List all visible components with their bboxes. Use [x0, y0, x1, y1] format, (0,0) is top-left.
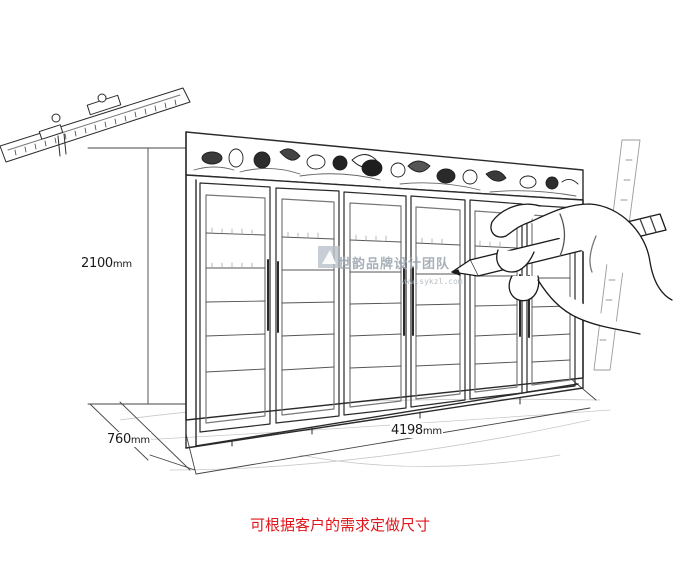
ruler-icon: [0, 87, 191, 163]
watermark-url: www.sykzl.com: [400, 277, 463, 286]
depth-dimension-label: 760mm: [106, 432, 151, 447]
width-unit: mm: [422, 426, 442, 437]
watermark-logo-icon: [318, 246, 340, 268]
depth-value: 760: [107, 432, 131, 447]
watermark-text: 世韵品牌设计团队: [338, 257, 451, 272]
door-1: [199, 182, 271, 433]
door-2: [275, 187, 340, 424]
depth-unit: mm: [130, 435, 150, 446]
door-6: [526, 204, 576, 393]
cabinet-body: [185, 131, 584, 449]
door-5: [469, 199, 523, 400]
height-unit: mm: [112, 259, 132, 270]
height-value: 2100: [81, 256, 113, 271]
door-3: [343, 191, 407, 416]
height-dimension-label: 2100mm: [80, 256, 133, 271]
glass-doors: [199, 182, 576, 433]
dimension-lines: [87, 147, 597, 475]
customization-caption: 可根据客户的需求定做尺寸: [249, 516, 430, 534]
shelves: [205, 227, 571, 373]
width-dimension-label: 4198mm: [390, 423, 443, 438]
door-4: [410, 195, 466, 408]
hand-with-pencil-icon: [451, 203, 673, 335]
top-panel-decoration: [193, 148, 579, 197]
cabinet-feet: [231, 397, 521, 447]
width-value: 4198: [391, 423, 423, 438]
